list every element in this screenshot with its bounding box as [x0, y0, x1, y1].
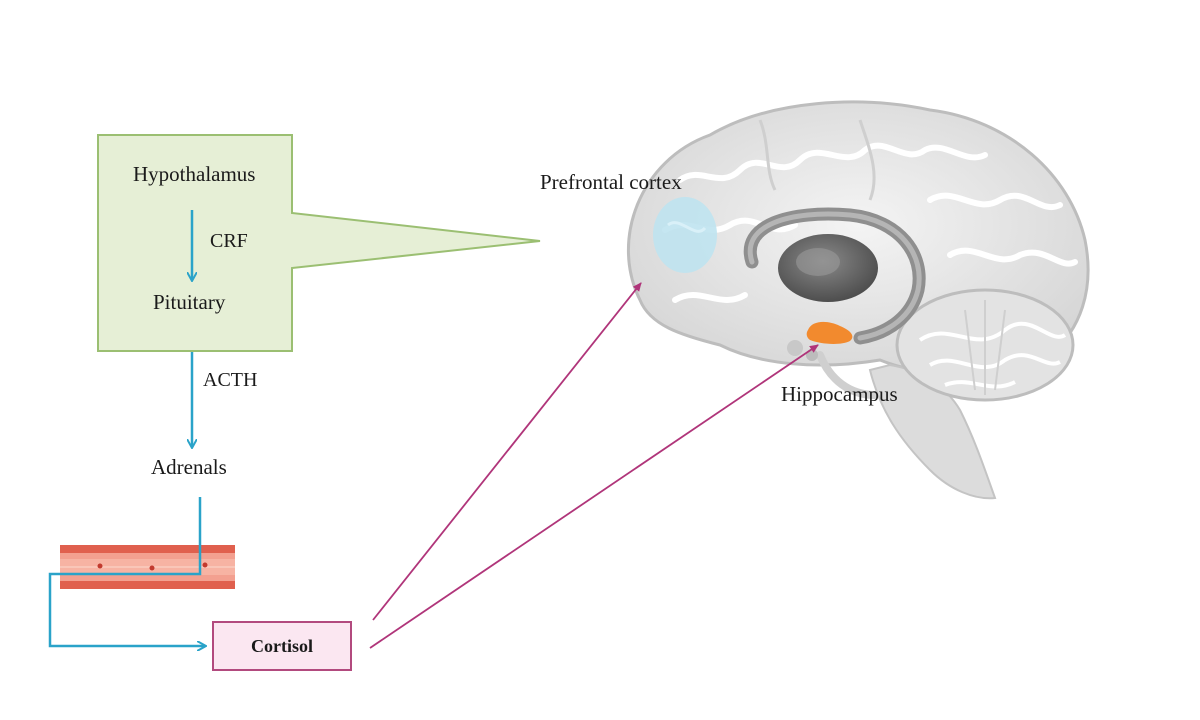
adrenals-to-cortisol-arrow [48, 497, 205, 646]
adrenals-label: Adrenals [151, 455, 227, 479]
pituitary-label: Pituitary [153, 290, 226, 314]
blood-vessel-icon [60, 545, 235, 589]
hippocampus-highlight [806, 321, 853, 344]
brain-illustration [626, 100, 1090, 500]
cortisol-label: Cortisol [251, 635, 313, 656]
prefrontal-cortex-highlight [653, 197, 717, 273]
prefrontal-cortex-label: Prefrontal cortex [540, 170, 682, 194]
cortisol-to-hippocampus-arrow [369, 344, 819, 649]
hippocampus-label: Hippocampus [781, 382, 898, 406]
hpa-callout-box [97, 134, 541, 352]
cortisol-box: Cortisol [212, 621, 352, 671]
crf-label: CRF [210, 230, 248, 252]
acth-label: ACTH [203, 369, 258, 391]
cortisol-to-prefrontal-arrow [372, 282, 642, 621]
hypothalamus-label: Hypothalamus [133, 162, 256, 186]
